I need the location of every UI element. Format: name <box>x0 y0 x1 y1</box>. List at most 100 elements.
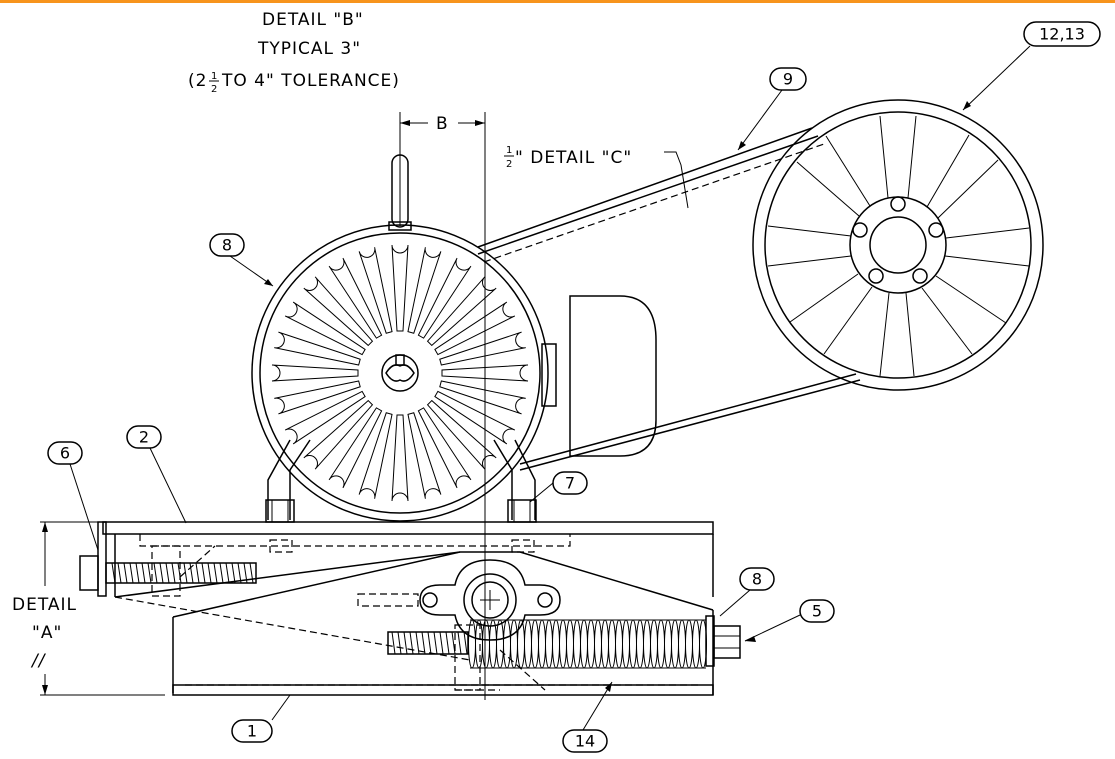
svg-text:7: 7 <box>565 474 575 493</box>
thread-line <box>189 562 194 584</box>
detail-b-tolerance-prefix: (2 <box>188 71 207 91</box>
spring-coil <box>580 619 588 669</box>
thread-line <box>421 631 426 655</box>
detail-b-typical: TYPICAL 3" <box>257 39 361 59</box>
svg-text:8: 8 <box>752 570 762 589</box>
thread-line <box>129 562 134 584</box>
cooling-fin <box>284 390 366 445</box>
thread-line <box>403 631 408 655</box>
callout-9: 9 <box>737 67 807 151</box>
svg-text:2: 2 <box>139 428 149 447</box>
adjustable-base <box>79 521 741 696</box>
cooling-fin <box>358 412 393 499</box>
cooling-fin <box>434 301 516 356</box>
thread-line <box>427 631 432 655</box>
thread-line <box>207 562 212 584</box>
thread-line <box>177 562 182 584</box>
thread-line <box>117 562 122 584</box>
left-adjust-thread <box>111 562 254 584</box>
callout-6: 6 <box>47 441 99 551</box>
thread-line <box>397 631 402 655</box>
detail-c-note: 1 2 " DETAIL "C" <box>504 145 689 209</box>
detail-c-frac-den: 2 <box>506 159 513 170</box>
spring-coil <box>664 619 672 669</box>
spring-coil <box>657 619 665 669</box>
spring-coil <box>615 619 623 669</box>
thread-line <box>111 562 116 584</box>
detail-b-title: DETAIL "B" <box>262 10 364 30</box>
cooling-fin <box>439 380 526 415</box>
cooling-fin <box>284 301 366 356</box>
dimension-b: B <box>399 112 486 700</box>
cooling-fin <box>391 244 409 332</box>
spring-coil <box>629 619 637 669</box>
spring-coil <box>566 619 574 669</box>
motor-cooling-fins <box>271 244 529 502</box>
thread-line <box>213 562 218 584</box>
spring-coil <box>503 619 511 669</box>
thread-line <box>237 562 242 584</box>
callout-2: 2 <box>126 425 187 524</box>
cooling-fin <box>274 331 361 366</box>
thread-line <box>141 562 146 584</box>
spring-coil <box>496 619 504 669</box>
thread-line <box>243 562 248 584</box>
detail-a-symbol: // <box>30 651 47 671</box>
cooling-fin <box>328 257 383 339</box>
driven-sheave <box>752 99 1044 391</box>
callout-8-bracket: 8 <box>719 567 775 617</box>
cooling-fin <box>358 247 393 334</box>
svg-text:9: 9 <box>783 70 793 89</box>
thread-line <box>165 562 170 584</box>
spring-coil <box>622 619 630 669</box>
spring-coil <box>545 619 553 669</box>
thread-line <box>135 562 140 584</box>
detail-a-label: "A" <box>32 623 62 643</box>
thread-line <box>433 631 438 655</box>
cooling-fin <box>391 414 409 502</box>
spring-coil <box>573 619 581 669</box>
spring-coil <box>692 619 700 669</box>
cooling-fin <box>303 276 374 347</box>
spring-coil <box>531 619 539 669</box>
spring-coil <box>685 619 693 669</box>
thread-line <box>457 631 462 655</box>
spring-coil <box>587 619 595 669</box>
thread-line <box>171 562 176 584</box>
thread-line <box>195 562 200 584</box>
cooling-fin <box>407 247 442 334</box>
thread-line <box>147 562 152 584</box>
spring-coil <box>594 619 602 669</box>
spring-coil <box>671 619 679 669</box>
tension-spring <box>468 619 707 669</box>
cooling-fin <box>434 390 516 445</box>
thread-line <box>463 631 468 655</box>
detail-a-title: DETAIL <box>12 595 77 615</box>
callout-8-motor: 8 <box>209 233 274 287</box>
v-belt <box>477 127 861 471</box>
cooling-fin <box>271 364 359 382</box>
thread-line <box>391 631 396 655</box>
thread-line <box>159 562 164 584</box>
spring-coil <box>482 619 490 669</box>
svg-text:12,13: 12,13 <box>1039 25 1085 44</box>
spring-coil <box>601 619 609 669</box>
spring-coil <box>608 619 616 669</box>
spring-coil <box>678 619 686 669</box>
svg-text:6: 6 <box>60 444 70 463</box>
spring-coil <box>650 619 658 669</box>
detail-c-text: " DETAIL "C" <box>515 148 632 168</box>
spring-coil <box>524 619 532 669</box>
detail-c-frac-num: 1 <box>506 145 513 156</box>
svg-text:1: 1 <box>247 722 257 741</box>
thread-line <box>439 631 444 655</box>
cooling-fin <box>417 407 472 489</box>
thread-line <box>123 562 128 584</box>
cooling-fin <box>426 399 497 470</box>
thread-line <box>409 631 414 655</box>
spring-coil <box>643 619 651 669</box>
callout-14: 14 <box>562 681 613 753</box>
thread-line <box>153 562 158 584</box>
cooling-fin <box>303 399 374 470</box>
